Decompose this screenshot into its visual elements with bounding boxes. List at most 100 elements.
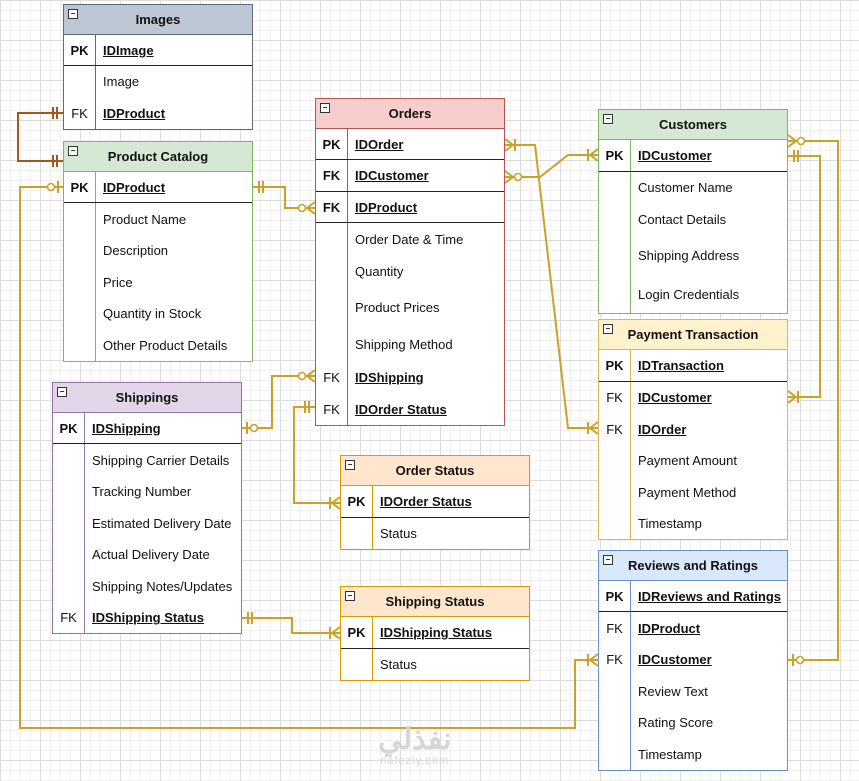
field-name: IDShipping Status — [92, 610, 204, 625]
collapse-icon[interactable]: − — [68, 9, 78, 19]
field-row[interactable]: Product Prices — [316, 287, 504, 327]
collapse-icon[interactable]: − — [345, 591, 355, 601]
key-marker-empty — [599, 172, 631, 203]
field-row[interactable]: Description — [64, 235, 252, 266]
cardinality-one-icon — [247, 612, 253, 624]
cardinality-one-icon — [304, 401, 310, 413]
field-row[interactable]: Timestamp — [599, 508, 787, 539]
collapse-icon[interactable]: − — [603, 114, 613, 124]
field-row[interactable]: Review Text — [599, 675, 787, 707]
field-row[interactable]: Payment Amount — [599, 445, 787, 476]
field-name: IDShipping Status — [380, 625, 492, 640]
entity-header[interactable]: − Order Status — [341, 456, 529, 486]
field-row[interactable]: Other Product Details — [64, 329, 252, 361]
field-row[interactable]: Status — [341, 518, 529, 549]
field-name: Payment Method — [638, 484, 737, 500]
watermark: نفذلي nafezly.com — [378, 725, 451, 768]
field-row[interactable]: Rating Score — [599, 707, 787, 738]
field-row[interactable]: Order Date & Time — [316, 223, 504, 255]
entity-header[interactable]: − Product Catalog — [64, 142, 252, 172]
field-name: IDOrder Status — [380, 494, 472, 509]
field-row[interactable]: PK IDShipping Status — [341, 617, 529, 649]
field-row[interactable]: Contact Details — [599, 203, 787, 235]
field-row[interactable]: Quantity in Stock — [64, 298, 252, 329]
entity-header[interactable]: − Images — [64, 5, 252, 35]
collapse-icon[interactable]: − — [603, 324, 613, 334]
connector-shippingstatus-shippings — [242, 617, 340, 634]
field-row[interactable]: Customer Name — [599, 172, 787, 203]
field-row[interactable]: Timestamp — [599, 738, 787, 770]
entity-header[interactable]: − Shippings — [53, 383, 241, 413]
entity-header[interactable]: − Customers — [599, 110, 787, 140]
key-marker-fk: FK — [599, 413, 631, 445]
collapse-icon[interactable]: − — [603, 555, 613, 565]
key-marker-empty — [599, 203, 631, 235]
key-marker-fk: FK — [316, 160, 348, 191]
key-marker-empty — [64, 266, 96, 298]
field-row[interactable]: Shipping Carrier Details — [53, 444, 241, 476]
field-row[interactable]: Quantity — [316, 255, 504, 287]
key-marker-pk: PK — [341, 486, 373, 517]
field-name: Login Credentials — [638, 286, 740, 302]
collapse-icon[interactable]: − — [345, 460, 355, 470]
field-row[interactable]: Shipping Address — [599, 235, 787, 275]
collapse-icon[interactable]: − — [320, 103, 330, 113]
cardinality-many-icon — [787, 134, 798, 148]
field-row[interactable]: Estimated Delivery Date — [53, 507, 241, 539]
field-name: Timestamp — [638, 516, 702, 531]
field-name: IDProduct — [103, 105, 166, 121]
key-marker-empty — [599, 508, 631, 539]
field-name: Other Product Details — [103, 337, 228, 353]
field-row[interactable]: Product Name — [64, 203, 252, 235]
entity-header[interactable]: − Shipping Status — [341, 587, 529, 617]
field-row[interactable]: Image — [64, 66, 252, 97]
field-row[interactable]: Login Credentials — [599, 275, 787, 313]
field-row[interactable]: Price — [64, 266, 252, 298]
field-name: Shipping Address — [638, 247, 740, 263]
key-marker-pk: PK — [341, 617, 373, 648]
connector-customers-payment — [788, 155, 821, 398]
field-row[interactable]: Actual Delivery Date — [53, 539, 241, 570]
field-row[interactable]: Payment Method — [599, 476, 787, 508]
cardinality-zero-icon — [297, 371, 307, 381]
field-row[interactable]: Status — [341, 649, 529, 680]
field-row[interactable]: Shipping Method — [316, 327, 504, 362]
collapse-icon[interactable]: − — [57, 387, 67, 397]
key-marker-fk: FK — [599, 612, 631, 644]
field-row[interactable]: PK IDOrder Status — [341, 486, 529, 518]
entity-header[interactable]: − Orders — [316, 99, 504, 129]
field-name: IDShipping — [355, 370, 424, 385]
field-row[interactable]: Shipping Notes/Updates — [53, 570, 241, 602]
entity-header[interactable]: − Reviews and Ratings — [599, 551, 787, 581]
field-row[interactable]: Tracking Number — [53, 476, 241, 507]
entity-header[interactable]: − Payment Transaction — [599, 320, 787, 350]
collapse-icon[interactable]: − — [68, 146, 78, 156]
key-marker-fk: FK — [316, 393, 348, 425]
